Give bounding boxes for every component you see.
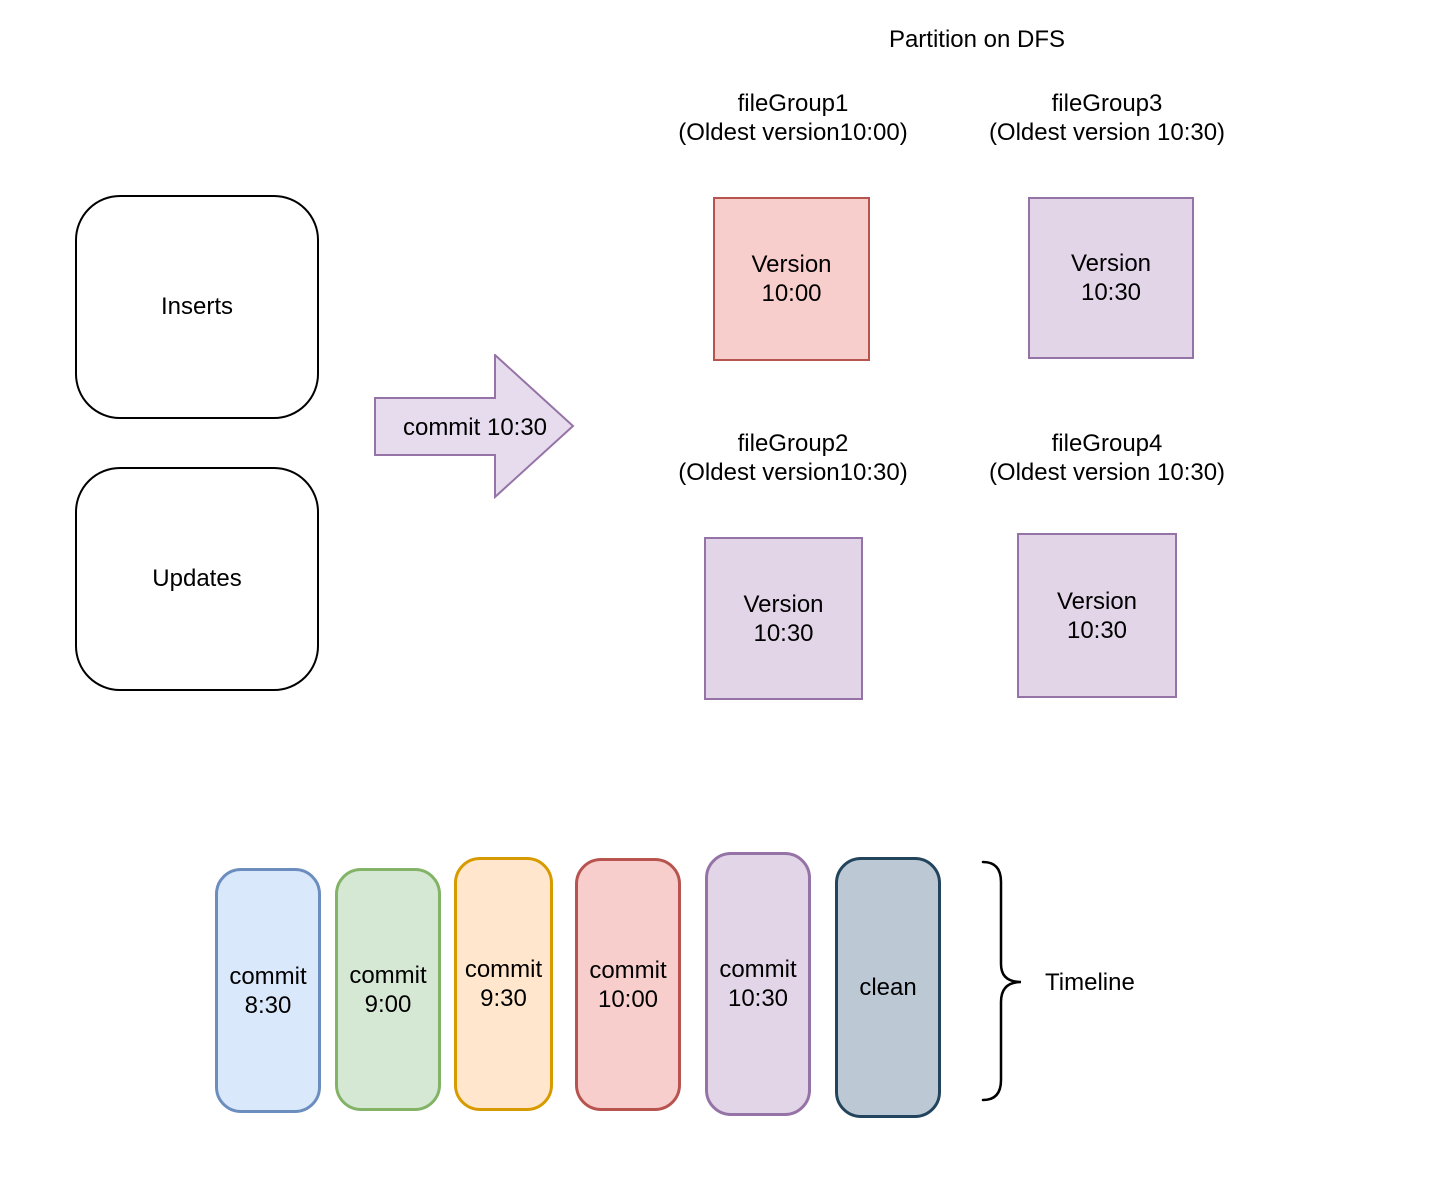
timeline-commit-900-pill: commit 9:00: [335, 868, 441, 1111]
filegroup1-label: fileGroup1 (Oldest version10:00): [643, 89, 943, 147]
filegroup3-version-text: Version 10:30: [1070, 250, 1152, 306]
filegroup4-name: fileGroup4: [1051, 430, 1163, 457]
timeline-commit-1000-pill: commit 10:00: [575, 858, 681, 1111]
timeline-clean-pill: clean: [835, 857, 941, 1118]
commit-arrow-label: commit 10:30: [402, 414, 548, 441]
timeline-commit-1000-text: commit 10:00: [589, 956, 667, 1013]
timeline-clean-text: clean: [859, 974, 917, 1001]
commit-arrow-shape: [374, 354, 575, 499]
filegroup3-version-box: Version 10:30: [1028, 197, 1194, 359]
timeline-brace-shape: [981, 860, 1022, 1102]
filegroup1-version-box: Version 10:00: [713, 197, 870, 361]
filegroup2-label: fileGroup2 (Oldest version10:30): [643, 429, 943, 487]
timeline-commit-1030-text: commit 10:30: [719, 956, 797, 1012]
filegroup4-version-box: Version 10:30: [1017, 533, 1177, 698]
filegroup3-label: fileGroup3 (Oldest version 10:30): [957, 89, 1257, 147]
inserts-box: Inserts: [75, 195, 319, 419]
timeline-brace: [981, 860, 1022, 1102]
filegroup1-name: fileGroup1: [737, 90, 849, 117]
filegroup4-detail: (Oldest version 10:30): [988, 459, 1226, 486]
filegroup3-name: fileGroup3: [1051, 90, 1163, 117]
filegroup3-detail: (Oldest version 10:30): [988, 119, 1226, 146]
filegroup2-detail: (Oldest version10:30): [678, 459, 908, 486]
timeline-commit-930-pill: commit 9:30: [454, 857, 553, 1111]
updates-box: Updates: [75, 467, 319, 691]
filegroup2-name: fileGroup2: [737, 430, 849, 457]
timeline-commit-930-text: commit 9:30: [464, 956, 543, 1012]
filegroup1-detail: (Oldest version10:00): [678, 119, 908, 146]
partition-title: Partition on DFS: [888, 26, 1066, 53]
timeline-commit-830-pill: commit 8:30: [215, 868, 321, 1113]
filegroup2-version-box: Version 10:30: [704, 537, 863, 700]
timeline-commit-830-text: commit 8:30: [229, 962, 307, 1019]
commit-arrow: [374, 354, 575, 499]
filegroup1-version-text: Version 10:00: [751, 251, 832, 307]
timeline-commit-900-text: commit 9:00: [349, 961, 427, 1018]
inserts-label: Inserts: [160, 293, 234, 320]
updates-label: Updates: [152, 565, 242, 592]
timeline-commit-1030-pill: commit 10:30: [705, 852, 811, 1116]
filegroup2-version-text: Version 10:30: [743, 590, 824, 647]
filegroup4-version-text: Version 10:30: [1056, 587, 1138, 644]
timeline-label: Timeline: [1045, 969, 1135, 996]
filegroup4-label: fileGroup4 (Oldest version 10:30): [957, 429, 1257, 487]
